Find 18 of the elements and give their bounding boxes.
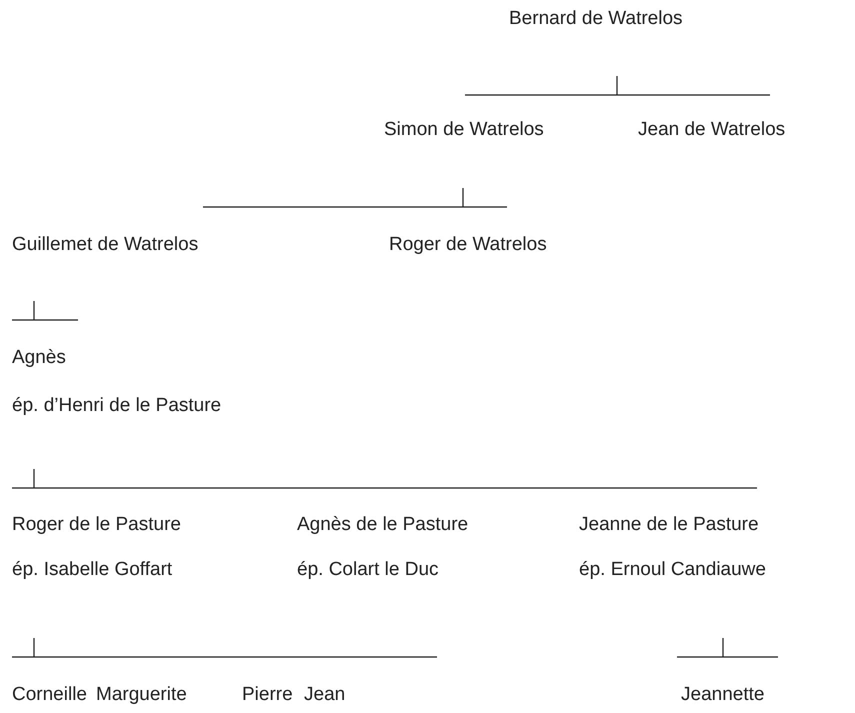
person-name: Jean	[304, 684, 346, 706]
person-name: ép. Isabelle Goffart	[12, 559, 172, 581]
person-name: Jean de Watrelos	[638, 119, 786, 141]
person-name: Agnès de le Pasture	[297, 514, 468, 536]
person-name: Guillemet de Watrelos	[12, 234, 198, 256]
person-name: Jeannette	[681, 684, 764, 706]
person-name: Roger de Watrelos	[389, 234, 547, 256]
person-name: ép. Ernoul Candiauwe	[579, 559, 766, 581]
person-name: ép. d’Henri de le Pasture	[12, 395, 222, 417]
person-name: Marguerite	[96, 684, 187, 706]
person-name: Simon de Watrelos	[384, 119, 544, 141]
person-name: Pierre	[242, 684, 293, 706]
person-name: Bernard de Watrelos	[509, 8, 683, 30]
person-name: Agnès	[12, 347, 66, 369]
person-name: Roger de le Pasture	[12, 514, 181, 536]
person-name: ép. Colart le Duc	[297, 559, 439, 581]
person-name: Corneille	[12, 684, 87, 706]
person-name: Jeanne de le Pasture	[579, 514, 759, 536]
